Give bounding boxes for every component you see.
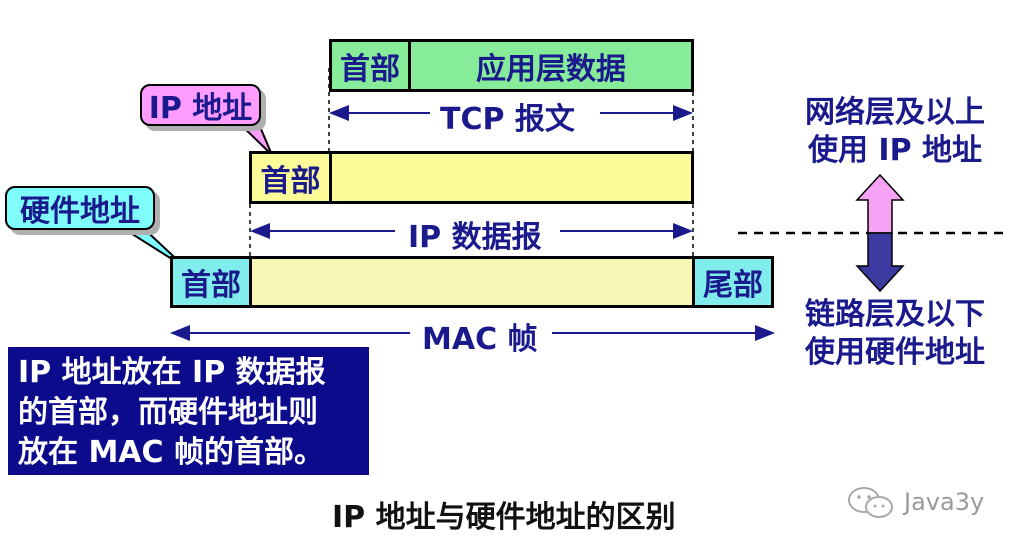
mac-trailer-box: 尾部 <box>692 256 774 308</box>
mac-header-box: 首部 <box>170 256 252 308</box>
tcp-label: TCP 报文 <box>440 102 575 137</box>
mac-label: MAC 帧 <box>422 322 538 357</box>
watermark-text: Java3y <box>904 488 985 516</box>
explanation-note: IP 地址放在 IP 数据报 的首部，而硬件地址则 放在 MAC 帧的首部。 <box>8 347 369 475</box>
note-line: IP 地址放在 IP 数据报 <box>18 355 326 390</box>
diagram-caption: IP 地址与硬件地址的区别 <box>332 500 676 535</box>
tcp-header-box: 首部 <box>329 39 411 92</box>
wechat-icon <box>848 487 893 518</box>
ip-address-callout: IP 地址 <box>140 84 261 126</box>
note-line: 的首部，而硬件地址则 <box>18 395 318 430</box>
note-line: 放在 MAC 帧的首部。 <box>18 435 324 470</box>
hardware-address-callout: 硬件地址 <box>5 186 155 230</box>
ip-label: IP 数据报 <box>408 220 542 255</box>
ip-header-box: 首部 <box>249 151 332 204</box>
upper-layer-label: 网络层及以上 使用 IP 地址 <box>790 94 1000 170</box>
tcp-data-box: 应用层数据 <box>408 39 694 92</box>
upper-layer-line: 网络层及以上 <box>805 95 985 130</box>
mac-payload-box <box>249 256 695 308</box>
lower-layer-label: 链路层及以下 使用硬件地址 <box>790 296 1000 372</box>
lower-layer-line: 链路层及以下 <box>805 297 985 332</box>
lower-layer-line: 使用硬件地址 <box>805 335 985 370</box>
upper-layer-line: 使用 IP 地址 <box>807 133 983 168</box>
ip-payload-box <box>329 151 694 204</box>
